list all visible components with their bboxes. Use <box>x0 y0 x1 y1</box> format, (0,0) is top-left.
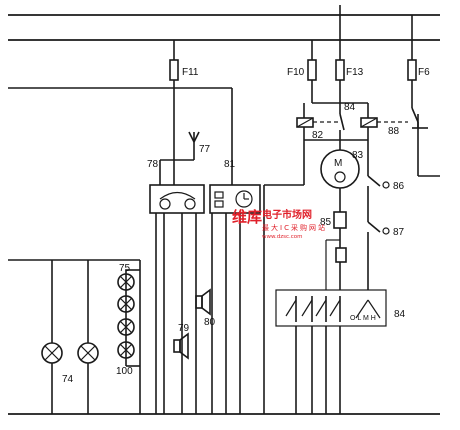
lamp-74-a <box>41 342 63 364</box>
relay-88-label: 88 <box>388 126 400 137</box>
wiper-positions: O L M H <box>350 315 376 322</box>
speaker-79: 79 <box>173 323 190 360</box>
indicator-lamp-1 <box>117 273 135 291</box>
lamp-75-label: 75 <box>119 263 131 274</box>
vertical-wires <box>263 140 341 414</box>
speaker-79-label: 79 <box>178 323 190 334</box>
lamp-group-74: 74 <box>8 259 140 414</box>
fuse-label-f11: F11 <box>182 67 199 78</box>
switch-87: 87 <box>367 221 405 290</box>
antenna-77-label: 77 <box>199 144 211 155</box>
indicator-lamp-2 <box>117 295 135 313</box>
motor-83-label: 83 <box>352 150 364 161</box>
watermark-subtitle: 最大IC采购网站 <box>262 223 327 232</box>
clock-81-label: 81 <box>224 159 236 170</box>
relay-82-label: 82 <box>312 130 324 141</box>
wiper-switch-84-label: 84 <box>394 309 406 320</box>
antenna-77: 77 <box>159 131 211 185</box>
lamp-74-b <box>77 342 99 364</box>
fuse-label-f10: F10 <box>287 67 305 78</box>
resistor-85: 85 <box>320 211 347 290</box>
switch-86-label: 86 <box>393 181 405 192</box>
switch-84-label: 84 <box>344 102 356 113</box>
fuse-label-f6: F6 <box>418 67 430 78</box>
fuse-label-f13: F13 <box>346 67 364 78</box>
motor-83: M 83 <box>320 140 364 212</box>
watermark-title: 电子市场网 <box>262 208 312 221</box>
speaker-80: 80 <box>195 288 216 328</box>
clock-81: 81 <box>209 159 261 414</box>
indicator-lamp-3 <box>117 318 135 336</box>
relay-section: 82 84 88 <box>296 102 440 177</box>
indicator-lamps: 75 100 <box>116 260 141 414</box>
speaker-80-label: 80 <box>204 317 216 328</box>
fuse-f6: F6 <box>407 15 430 108</box>
watermark: 维库 电子市场网 最大IC采购网站 www.dzsc.com <box>232 208 327 240</box>
indicator-lamp-4 <box>117 341 135 359</box>
resistor-85-label: 85 <box>320 217 332 228</box>
fuse-f11: F11 <box>169 40 199 88</box>
fuse-f10: F10 <box>287 40 317 103</box>
lamp-100-label: 100 <box>116 366 133 377</box>
switch-86: 86 <box>367 140 405 222</box>
switch-87-label: 87 <box>393 227 405 238</box>
wiper-switch-84: O L M H 84 <box>275 289 406 327</box>
fuse-f13: F13 <box>335 5 364 103</box>
watermark-url: www.dzsc.com <box>262 234 303 240</box>
motor-symbol: M <box>334 158 342 169</box>
bus-lines <box>8 14 440 415</box>
radio-78: 78 <box>147 88 205 414</box>
lamp-74-label: 74 <box>62 374 74 385</box>
watermark-brand: 维库 <box>232 208 262 226</box>
radio-78-label: 78 <box>147 159 159 170</box>
